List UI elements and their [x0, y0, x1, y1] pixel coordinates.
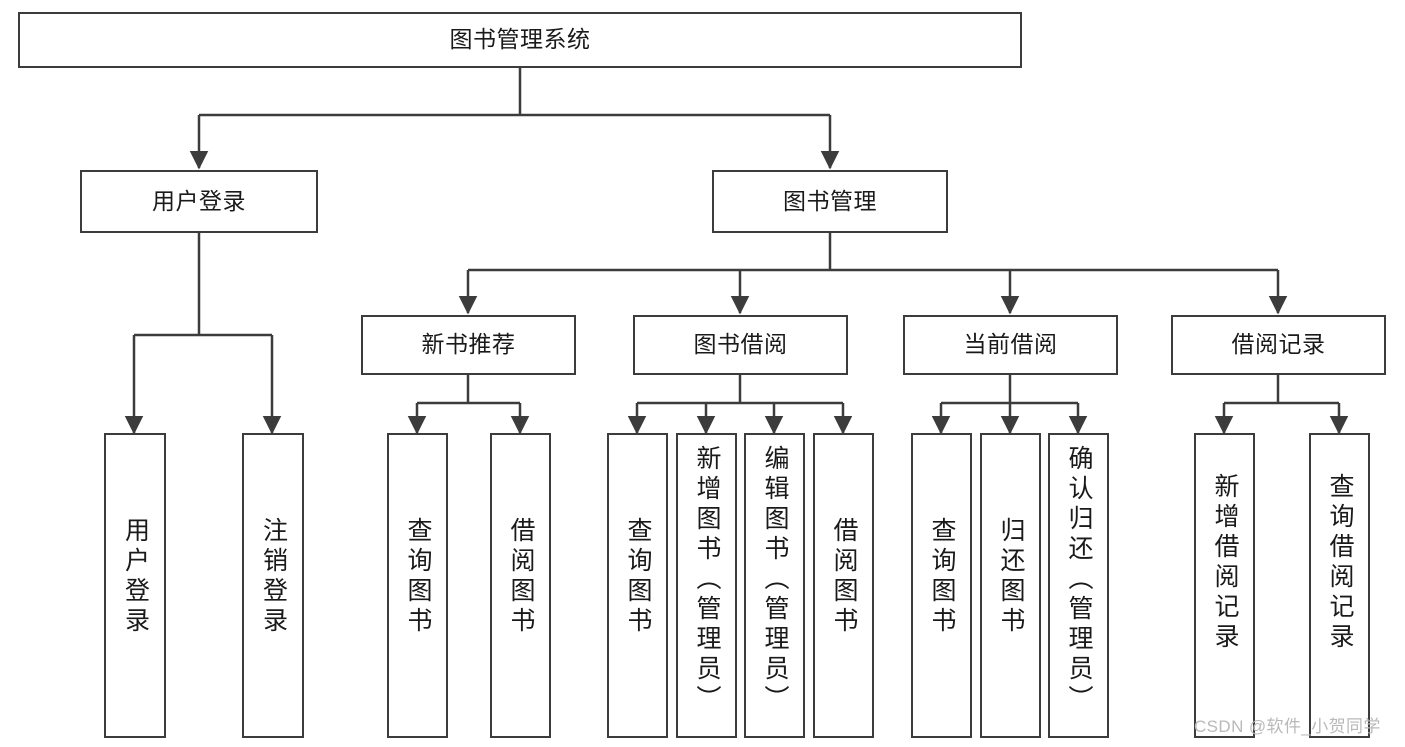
leaf-add-book[interactable]: 新增图书（管理员）	[676, 433, 737, 738]
node-root-system[interactable]: 图书管理系统	[18, 12, 1022, 68]
node-label: 编辑图书（管理员）	[761, 445, 789, 715]
node-label: 借阅记录	[1231, 331, 1326, 358]
node-label: 新书推荐	[421, 331, 516, 358]
node-label: 新增图书（管理员）	[693, 445, 721, 715]
node-label: 借阅图书	[830, 517, 858, 637]
leaf-query-borrow-record[interactable]: 查询借阅记录	[1309, 433, 1370, 738]
csdn-watermark: CSDN @软件_小贺同学	[1194, 717, 1381, 736]
leaf-confirm-return[interactable]: 确认归还（管理员）	[1048, 433, 1109, 738]
leaf-add-borrow-record[interactable]: 新增借阅记录	[1194, 433, 1255, 738]
node-label: 借阅图书	[507, 517, 535, 637]
leaf-query-book-2[interactable]: 查询图书	[607, 433, 668, 738]
node-book-manage[interactable]: 图书管理	[712, 170, 948, 233]
leaf-borrow-book-1[interactable]: 借阅图书	[490, 433, 551, 738]
node-borrow-record[interactable]: 借阅记录	[1171, 315, 1386, 375]
node-user-login[interactable]: 用户登录	[80, 170, 318, 233]
node-label: 查询图书	[404, 517, 432, 637]
leaf-logout-login[interactable]: 注销登录	[242, 433, 304, 738]
leaf-edit-book[interactable]: 编辑图书（管理员）	[744, 433, 805, 738]
node-new-book-recommend[interactable]: 新书推荐	[361, 315, 576, 375]
node-label: 图书借阅	[693, 331, 788, 358]
node-label: 查询借阅记录	[1326, 473, 1354, 653]
leaf-query-book-1[interactable]: 查询图书	[387, 433, 448, 738]
node-label: 图书管理	[783, 187, 877, 214]
node-label: 归还图书	[997, 517, 1025, 637]
node-label: 查询图书	[624, 517, 652, 637]
node-book-borrow[interactable]: 图书借阅	[633, 315, 848, 375]
node-label: 当前借阅	[963, 331, 1058, 358]
leaf-user-login[interactable]: 用户登录	[104, 433, 166, 738]
node-label: 新增借阅记录	[1211, 473, 1239, 653]
node-current-borrow[interactable]: 当前借阅	[903, 315, 1118, 375]
node-label: 确认归还（管理员）	[1065, 445, 1093, 715]
node-label: 用户登录	[152, 187, 246, 214]
node-label: 查询图书	[928, 517, 956, 637]
node-label: 注销登录	[259, 517, 288, 637]
node-label: 用户登录	[121, 517, 150, 637]
node-label: 图书管理系统	[449, 26, 591, 53]
leaf-borrow-book-2[interactable]: 借阅图书	[813, 433, 874, 738]
leaf-return-book[interactable]: 归还图书	[980, 433, 1041, 738]
leaf-query-book-3[interactable]: 查询图书	[911, 433, 972, 738]
